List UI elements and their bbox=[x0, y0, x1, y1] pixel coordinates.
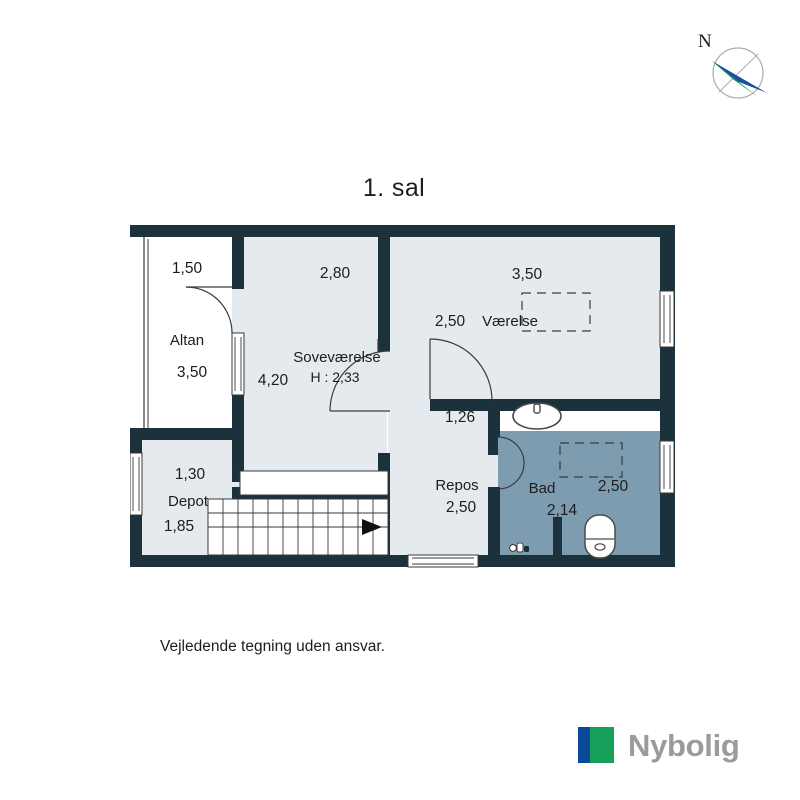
dashed-furniture-vaerelse bbox=[521, 292, 591, 332]
room-label-depot: Depot bbox=[168, 493, 209, 510]
door-bad-sweep-fill bbox=[498, 437, 523, 463]
window-depot-left bbox=[130, 452, 143, 516]
wall-exterior-bottom bbox=[130, 555, 675, 567]
wall-exterior-top bbox=[130, 225, 675, 237]
dim-altan-side: 3,50 bbox=[177, 364, 208, 381]
dim-altan-top: 1,50 bbox=[172, 260, 203, 277]
wall-exterior-left-top bbox=[130, 225, 142, 237]
door-bad-swing bbox=[497, 436, 525, 490]
wall-repos-jamb bbox=[430, 399, 442, 411]
door-sovevaerelse-sweep-fill bbox=[330, 351, 390, 411]
page-title-text: 1. sal bbox=[362, 174, 426, 202]
room-fill-repos bbox=[388, 399, 498, 555]
room-fill-vaerelse bbox=[388, 237, 660, 399]
room-label-vaerelse: Værelse bbox=[482, 313, 538, 330]
page-title: 1. sal bbox=[0, 174, 800, 203]
window-bad-right bbox=[659, 440, 675, 494]
wall-toilet-divider bbox=[553, 517, 562, 559]
wall-altan-bottom bbox=[130, 428, 244, 440]
nybolig-logo-mark bbox=[578, 727, 614, 763]
wall-exterior-right bbox=[660, 225, 675, 567]
dim-repos-top: 1,26 bbox=[445, 409, 475, 426]
room-label-repos: Repos bbox=[435, 477, 478, 494]
door-sovevaerelse-swing bbox=[329, 350, 391, 412]
room-fill-bad bbox=[498, 431, 660, 555]
window-sovevaerelse-left bbox=[231, 332, 245, 396]
staircase bbox=[207, 470, 389, 556]
bath-fitting-icon bbox=[509, 542, 529, 553]
dim-bad-top: 2,50 bbox=[598, 478, 629, 495]
wall-repos-bad-upper bbox=[488, 411, 500, 455]
nybolig-wordmark: Nybolig bbox=[628, 727, 740, 763]
room-label-sovevaerelse: Soveværelse bbox=[293, 349, 381, 366]
logo-mark-green-bar bbox=[590, 727, 614, 763]
door-altan-swing bbox=[185, 286, 233, 334]
dim-depot-side: 1,85 bbox=[164, 518, 194, 535]
window-repos-bottom bbox=[407, 554, 479, 568]
compass-needle-green bbox=[712, 61, 758, 97]
dim-repos-side: 2,50 bbox=[446, 499, 477, 516]
height-label-sovevaerelse: H : 2,33 bbox=[310, 369, 359, 385]
stair-direction-arrow bbox=[362, 519, 382, 535]
compass-rose: N bbox=[694, 30, 784, 110]
wall-repos-bad-lower bbox=[488, 487, 500, 567]
window-vaerelse-right bbox=[659, 290, 675, 348]
dim-bad-side: 2,14 bbox=[547, 502, 578, 519]
dim-vaerelse-top: 3,50 bbox=[512, 266, 543, 283]
room-label-bad: Bad bbox=[529, 480, 556, 497]
dashed-shower-bad bbox=[559, 442, 623, 478]
room-label-altan: Altan bbox=[170, 332, 204, 349]
dim-sovevaerelse-side: 4,20 bbox=[258, 372, 289, 389]
compass-graphic bbox=[712, 47, 767, 99]
nybolig-logo: Nybolig bbox=[578, 727, 740, 763]
toilet-icon bbox=[584, 514, 616, 559]
wall-depot-right bbox=[232, 432, 244, 482]
door-vaerelse-swing bbox=[429, 338, 493, 402]
floor-plan: 1,50 Altan 3,50 2,80 Soveværelse 4,20 H … bbox=[130, 225, 675, 575]
wall-altan-right-upper bbox=[232, 225, 244, 289]
floor-plan-svg: 1,50 Altan 3,50 2,80 Soveværelse 4,20 H … bbox=[130, 225, 675, 568]
dim-sovevaerelse-top: 2,80 bbox=[320, 265, 351, 282]
disclaimer-text: Vejledende tegning uden ansvar. bbox=[160, 638, 385, 655]
room-fill-altan bbox=[142, 237, 232, 433]
logo-mark-blue-bar bbox=[578, 727, 590, 763]
sink-icon bbox=[512, 402, 562, 430]
wall-vaerelse-bottom-left bbox=[430, 399, 498, 411]
dim-depot-top: 1,30 bbox=[175, 466, 206, 483]
compass-needle-blue bbox=[712, 61, 767, 93]
compass-ring bbox=[712, 47, 764, 99]
dim-vaerelse-side: 2,50 bbox=[435, 313, 466, 330]
compass-axis-line bbox=[718, 53, 759, 93]
compass-north-label: N bbox=[698, 31, 712, 52]
